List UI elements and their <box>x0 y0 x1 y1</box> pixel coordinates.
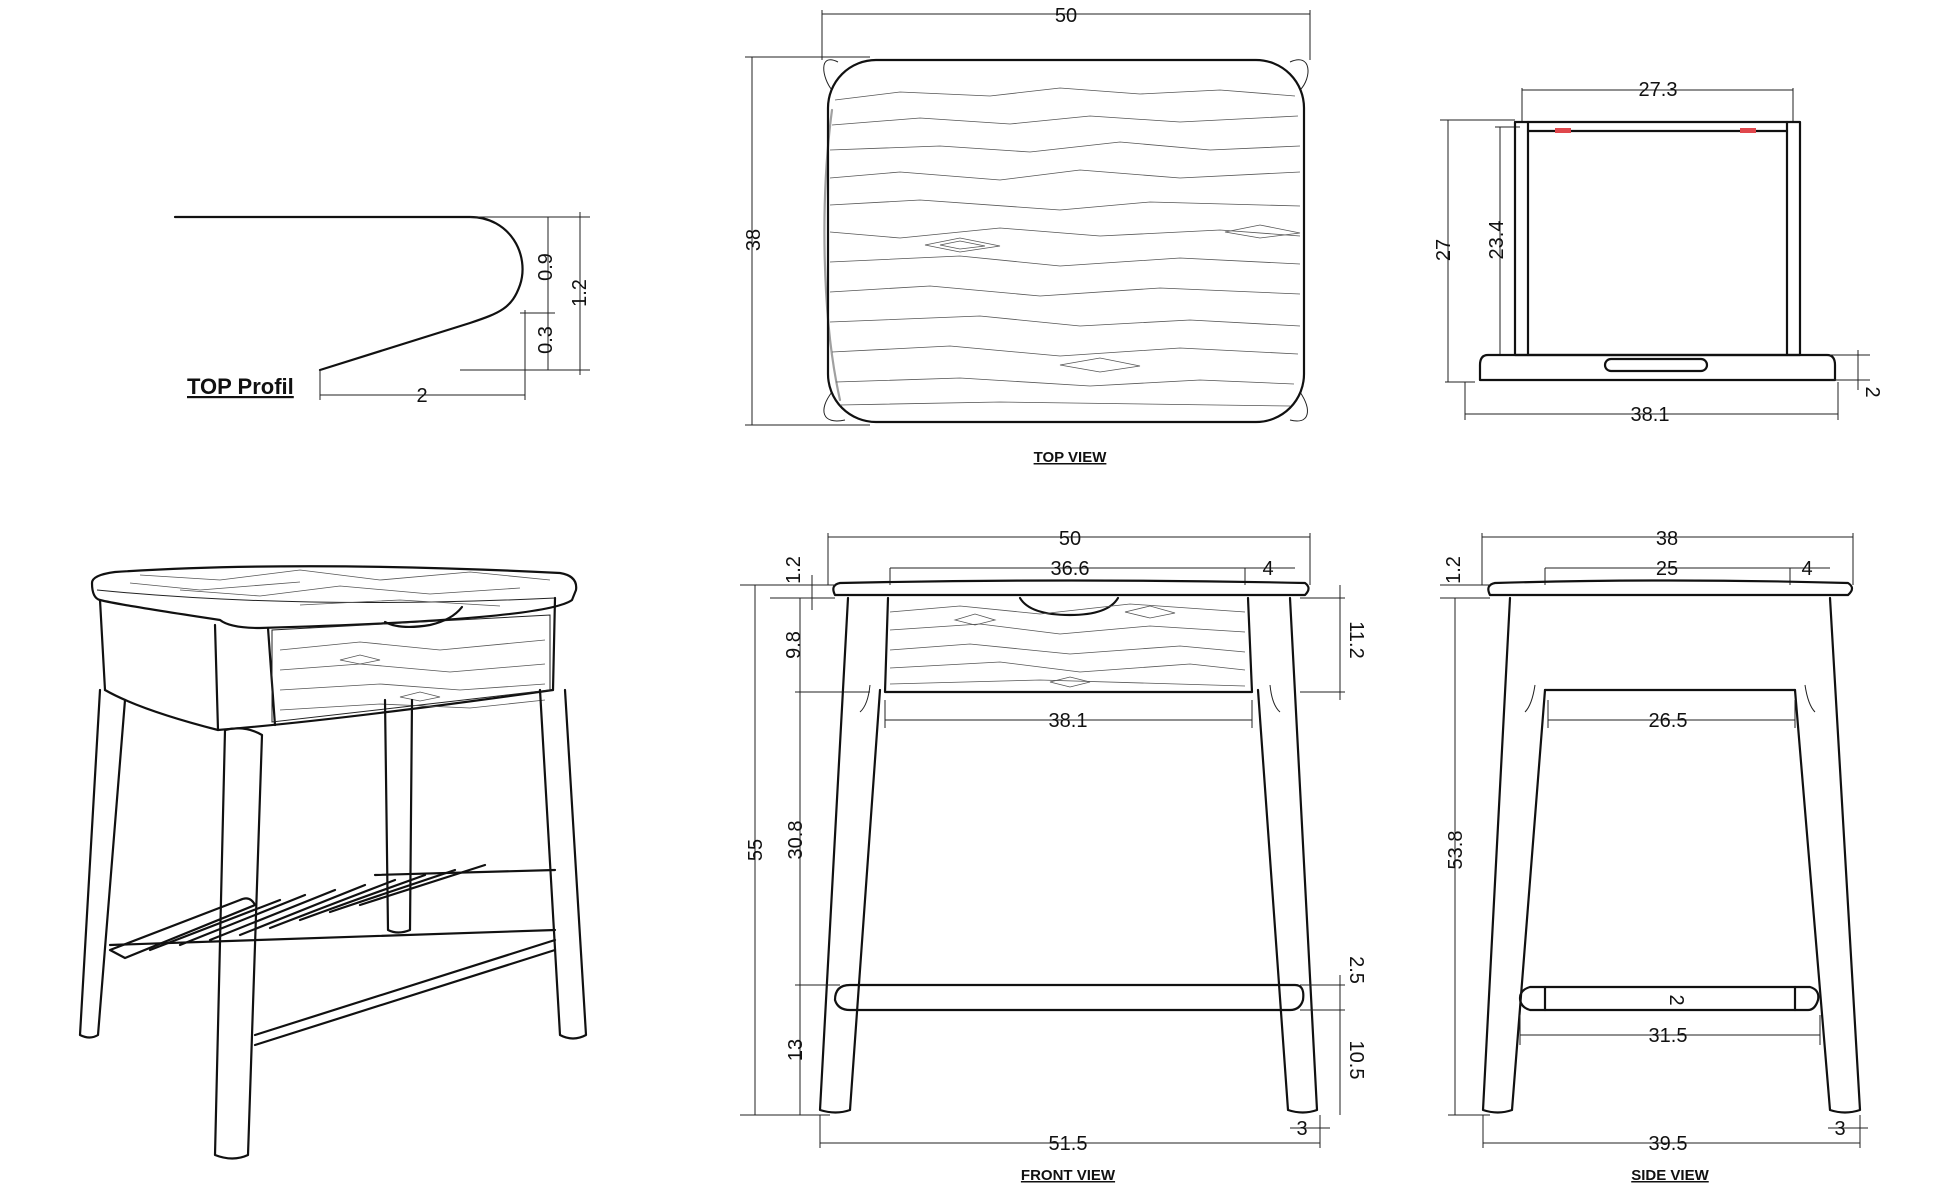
side-dim-offset: 4 <box>1801 558 1812 580</box>
top-profile-drawing: 0.9 1.2 0.3 2 TOP Profil <box>173 212 591 407</box>
front-dim-inner-width: 38.1 <box>1049 710 1088 732</box>
top-view-dim-depth: 38 <box>743 229 765 251</box>
drawer-dim-inner-height: 23.4 <box>1486 221 1508 260</box>
front-dim-rail: 2.5 <box>1345 956 1367 984</box>
front-dim-drawer-height: 11.2 <box>1345 621 1367 658</box>
front-dim-offset: 4 <box>1262 558 1273 580</box>
side-dim-rail-width: 31.5 <box>1649 1025 1688 1047</box>
side-dim-leg: 3 <box>1834 1118 1845 1140</box>
front-dim-rail-height: 13 <box>785 1039 807 1061</box>
side-view-drawing: 38 25 4 1.2 53.8 26.5 2 31.5 39.5 <box>1440 528 1868 1184</box>
top-view-dim-width: 50 <box>1055 5 1077 27</box>
side-dim-base-depth: 39.5 <box>1649 1133 1688 1155</box>
front-dim-clear-height: 30.8 <box>785 821 807 860</box>
front-view-caption: FRONT VIEW <box>1021 1167 1116 1184</box>
drawer-stop-left <box>1555 128 1571 133</box>
front-dim-top-thickness: 1.2 <box>783 556 805 584</box>
front-dim-rail-height2: 10.5 <box>1345 1041 1367 1080</box>
side-view-caption: SIDE VIEW <box>1631 1167 1709 1184</box>
side-dim-top-depth: 38 <box>1656 528 1678 550</box>
drawer-dim-thickness: 2 <box>1861 386 1883 397</box>
side-dim-top-thickness: 1.2 <box>1443 556 1465 584</box>
side-dim-rail: 2 <box>1665 994 1687 1005</box>
top-view-caption: TOP VIEW <box>1034 449 1108 466</box>
perspective-drawing <box>78 565 588 1160</box>
front-dim-base-width: 51.5 <box>1049 1133 1088 1155</box>
drawer-dim-height: 27 <box>1433 239 1455 261</box>
profile-dim-h2: 1.2 <box>569 279 591 307</box>
top-view-drawing: 50 38 TOP VIEW <box>743 5 1311 466</box>
side-dim-height: 53.8 <box>1445 831 1467 870</box>
front-dim-top-width: 50 <box>1059 528 1081 550</box>
front-view-drawing: 50 36.6 4 1.2 9.8 11.2 <box>740 528 1367 1184</box>
drawer-stop-right <box>1740 128 1756 133</box>
front-dim-height: 55 <box>745 839 767 861</box>
front-dim-leg: 3 <box>1296 1118 1307 1140</box>
front-dim-apron: 9.8 <box>783 631 805 659</box>
side-dim-apron-width: 26.5 <box>1649 710 1688 732</box>
drawer-dim-width: 38.1 <box>1631 404 1670 426</box>
profile-dim-h3: 0.3 <box>535 326 557 354</box>
drawer-dim-inner-width: 27.3 <box>1639 79 1678 101</box>
side-dim-inner: 25 <box>1656 558 1678 580</box>
profile-dim-h1: 0.9 <box>535 253 557 281</box>
profile-dim-w: 2 <box>416 385 427 407</box>
profile-title: TOP Profil <box>187 374 294 399</box>
front-dim-drawer-width: 36.6 <box>1051 558 1090 580</box>
drawer-view-drawing: 27.3 27 23.4 38.1 2 <box>1433 79 1883 426</box>
